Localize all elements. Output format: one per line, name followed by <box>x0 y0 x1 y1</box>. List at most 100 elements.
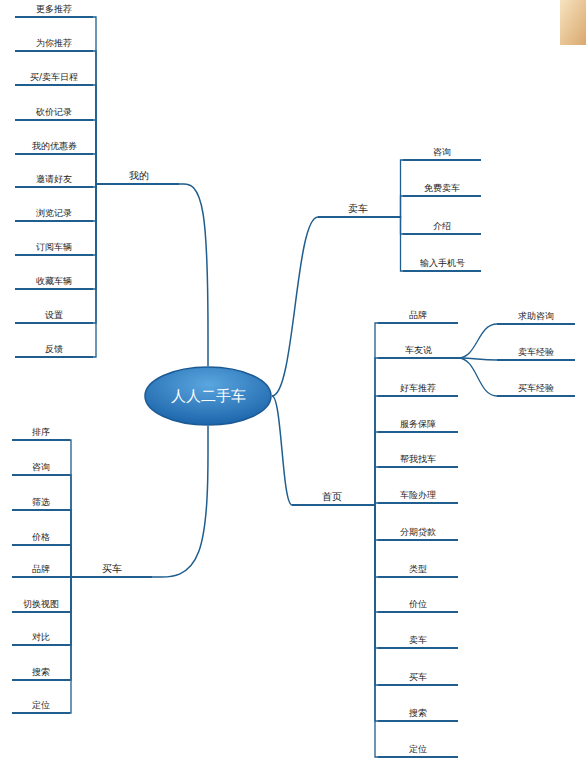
leaf-topic: 排序 <box>12 425 70 441</box>
topic-label: 设置 <box>45 309 63 321</box>
leaf-topic: 价位 <box>378 597 458 613</box>
branch-topic: 首页 <box>292 490 372 506</box>
topic-label: 价位 <box>409 598 427 610</box>
leaf-topic: 搜索 <box>378 706 458 722</box>
leaf-topic: 订阅车辆 <box>15 240 93 256</box>
topic-label: 买/卖车日程 <box>30 71 78 83</box>
topic-label: 浏览记录 <box>36 207 72 219</box>
leaf-topic: 品牌 <box>12 562 70 578</box>
topic-label: 对比 <box>32 631 50 643</box>
ellipse-outline <box>145 367 271 425</box>
topic-label: 卖车经验 <box>518 346 554 358</box>
topic-label: 输入手机号 <box>420 257 465 269</box>
branch-connector <box>398 196 403 217</box>
topic-label: 砍价记录 <box>36 106 72 118</box>
leaf-topic: 更多推荐 <box>15 2 93 18</box>
topic-label: 品牌 <box>409 309 427 321</box>
leaf-topic: 切换视图 <box>12 597 70 613</box>
branch-connector <box>70 577 72 713</box>
leaf-topic: 浏览记录 <box>15 206 93 222</box>
leaf-topic: 介绍 <box>403 219 481 235</box>
topic-label: 车友说 <box>405 344 432 356</box>
branch-connector <box>458 358 497 396</box>
branch-connector <box>93 17 99 184</box>
branch-topic: 卖车 <box>318 202 398 218</box>
topic-label: 介绍 <box>433 220 451 232</box>
topic-label: 车险办理 <box>400 489 436 501</box>
leaf-topic: 反馈 <box>15 342 93 358</box>
topic-label: 买车 <box>409 671 427 683</box>
leaf-topic: 价格 <box>12 530 70 546</box>
leaf-topic: 为你推荐 <box>15 36 93 52</box>
branch-connector <box>272 217 318 396</box>
topic-label: 分期贷款 <box>400 526 436 538</box>
branch-connector <box>179 184 208 366</box>
topic-label: 切换视图 <box>23 598 59 610</box>
topic-label: 买车经验 <box>518 382 554 394</box>
leaf-topic: 咨询 <box>12 460 70 476</box>
topic-label: 品牌 <box>32 563 50 575</box>
topic-label: 搜索 <box>409 707 427 719</box>
leaf-topic: 买/卖车日程 <box>15 70 93 86</box>
topic-label: 免费卖车 <box>424 182 460 194</box>
topic-label: 帮我找车 <box>400 453 436 465</box>
leaf-topic: 输入手机号 <box>403 256 481 272</box>
leaf-topic: 求助咨询 <box>497 309 575 325</box>
topic-label: 卖车 <box>409 634 427 646</box>
topic-label: 咨询 <box>32 461 50 473</box>
topic-label: 买车 <box>102 563 122 575</box>
topic-label: 人人二手车 <box>171 387 246 406</box>
topic-label: 价格 <box>32 531 50 543</box>
topic-label: 首页 <box>322 491 342 503</box>
leaf-topic: 设置 <box>15 308 93 324</box>
leaf-topic: 定位 <box>378 742 458 758</box>
leaf-topic: 好车推荐 <box>378 381 458 397</box>
topic-label: 好车推荐 <box>400 382 436 394</box>
topic-label: 类型 <box>409 563 427 575</box>
leaf-topic: 服务保障 <box>378 417 458 433</box>
leaf-topic: 筛选 <box>12 495 70 511</box>
branch-connector <box>93 184 99 357</box>
topic-label: 服务保障 <box>400 418 436 430</box>
topic-label: 收藏车辆 <box>36 275 72 287</box>
leaf-topic: 分期贷款 <box>378 525 458 541</box>
leaf-topic: 帮我找车 <box>378 452 458 468</box>
leaf-topic: 免费卖车 <box>403 181 481 197</box>
topic-label: 定位 <box>409 743 427 755</box>
topic-label: 卖车 <box>348 203 368 215</box>
branch-connector <box>272 396 292 505</box>
corner-swatch <box>560 0 586 45</box>
leaf-topic: 卖车经验 <box>497 345 575 361</box>
topic-label: 我的 <box>129 170 149 182</box>
leaf-topic: 类型 <box>378 562 458 578</box>
leaf-topic: 收藏车辆 <box>15 274 93 290</box>
leaf-topic: 定位 <box>12 698 70 714</box>
leaf-topic: 车险办理 <box>378 488 458 504</box>
branch-topic: 我的 <box>99 169 179 185</box>
branch-connector <box>152 426 208 577</box>
branch-connector <box>93 51 99 184</box>
leaf-topic: 砍价记录 <box>15 105 93 121</box>
topic-label: 求助咨询 <box>518 310 554 322</box>
topic-label: 咨询 <box>433 146 451 158</box>
leaf-topic: 买车经验 <box>497 381 575 397</box>
topic-label: 订阅车辆 <box>36 241 72 253</box>
leaf-topic: 咨询 <box>403 145 481 161</box>
leaf-topic: 邀请好友 <box>15 172 93 188</box>
topic-label: 搜索 <box>32 666 50 678</box>
leaf-topic: 我的优惠券 <box>15 139 93 155</box>
leaf-topic: 买车 <box>378 670 458 686</box>
branch-connector <box>458 324 497 358</box>
topic-label: 我的优惠券 <box>32 140 77 152</box>
topic-label: 邀请好友 <box>36 173 72 185</box>
topic-label: 反馈 <box>45 343 63 355</box>
leaf-topic: 对比 <box>12 630 70 646</box>
central-topic: 人人二手车 <box>144 366 272 426</box>
topic-label: 筛选 <box>32 496 50 508</box>
topic-label: 更多推荐 <box>36 3 72 15</box>
topic-label: 定位 <box>32 699 50 711</box>
topic-label: 排序 <box>32 426 50 438</box>
